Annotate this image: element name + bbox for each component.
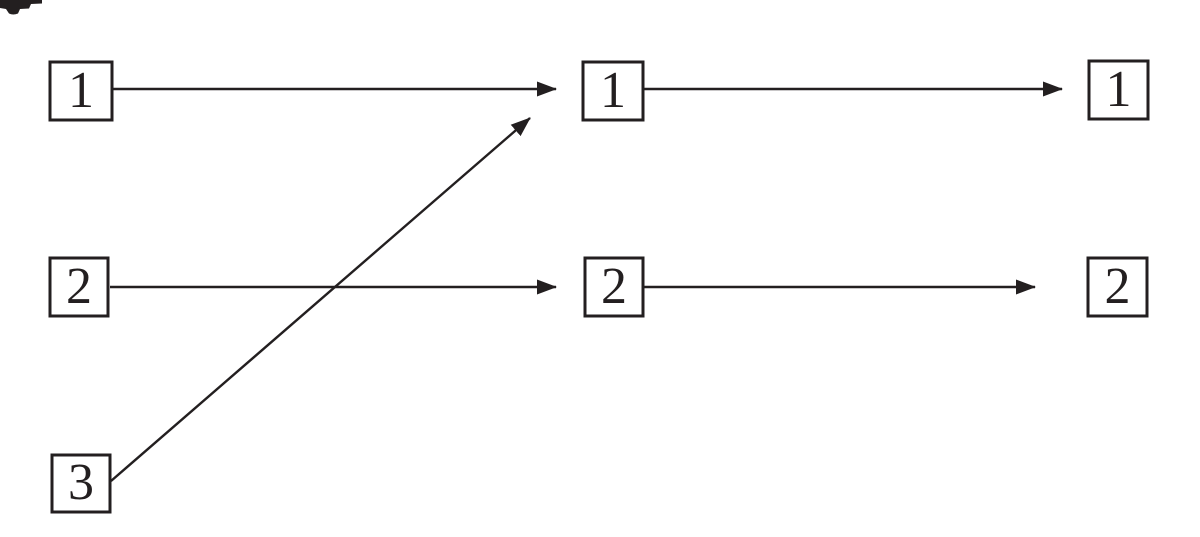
node-label-left-2: 2 (66, 258, 92, 315)
node-label-right-2: 2 (1105, 258, 1131, 315)
nodes-layer: 1 2 3 1 2 1 2 (48, 59, 1150, 514)
node-box-left-3 (50, 453, 112, 514)
node-label-left-1: 1 (68, 62, 94, 119)
node-box-left-1 (48, 60, 114, 122)
node-box-mid-1 (581, 60, 645, 122)
node-label-left-3: 3 (68, 454, 94, 511)
edges-layer (110, 81, 1063, 482)
node-label-right-1: 1 (1106, 61, 1132, 118)
node-label-mid-1: 1 (600, 62, 626, 119)
node-box-right-2 (1086, 256, 1149, 318)
node-label-mid-2: 2 (601, 258, 627, 315)
cropped-print-artifact (0, 0, 42, 15)
node-box-left-2 (48, 256, 110, 318)
arrow-left-3-to-mid-1 (110, 117, 531, 482)
node-box-mid-2 (583, 256, 645, 318)
node-box-right-1 (1087, 59, 1150, 121)
